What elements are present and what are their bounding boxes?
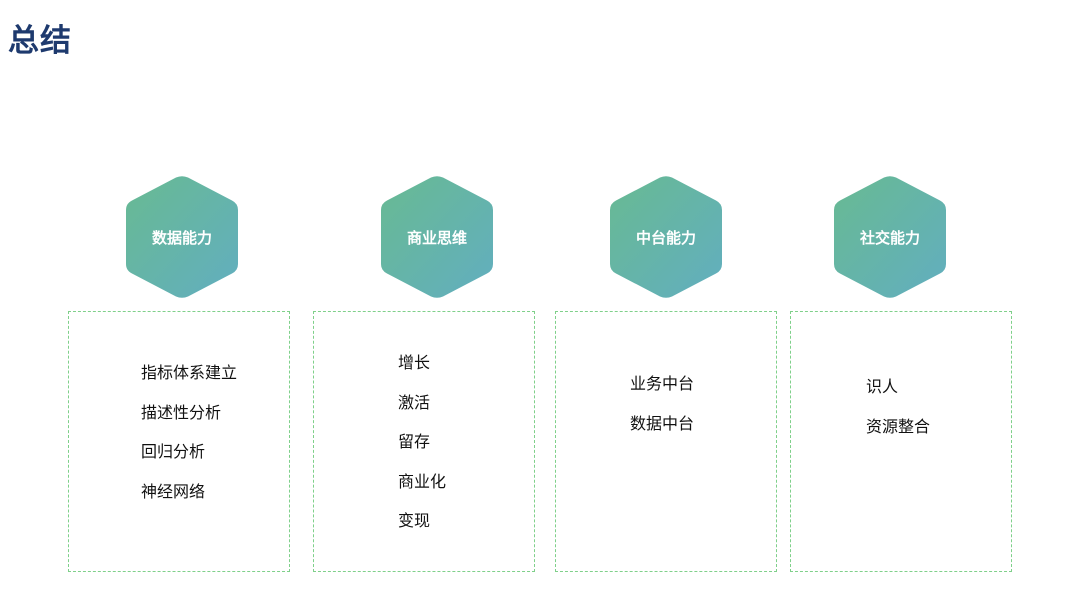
list-item: 业务中台 (630, 374, 695, 393)
list-item: 资源整合 (866, 416, 931, 436)
card-data-ability: 指标体系建立 描述性分析 回归分析 神经网络 (68, 311, 290, 572)
card-business-thinking: 增长 激活 留存 商业化 变现 (313, 311, 535, 572)
hexagon-social-ability: 社交能力 (834, 175, 946, 299)
hexagon-label: 数据能力 (151, 228, 212, 247)
page-title: 总结 (8, 23, 72, 59)
item-list: 识人 资源整合 (866, 377, 930, 456)
hexagon-label: 商业思维 (406, 228, 467, 247)
card-social-ability: 识人 资源整合 (790, 311, 1012, 572)
list-item: 商业化 (398, 471, 447, 491)
hexagon-platform-ability: 中台能力 (610, 175, 722, 299)
list-item: 激活 (398, 392, 431, 412)
hexagon-shape (610, 176, 722, 298)
list-item: 指标体系建立 (141, 363, 238, 382)
hexagon-data-ability: 数据能力 (126, 175, 238, 299)
item-list: 业务中台 数据中台 (630, 374, 694, 453)
list-item: 变现 (398, 511, 431, 530)
list-item: 回归分析 (141, 442, 206, 461)
hexagon-label: 社交能力 (859, 228, 920, 247)
hexagon-shape (834, 176, 946, 298)
list-item: 增长 (398, 353, 431, 372)
list-item: 数据中台 (630, 413, 695, 433)
hexagon-business-thinking: 商业思维 (381, 175, 493, 299)
item-list: 指标体系建立 描述性分析 回归分析 神经网络 (141, 363, 237, 521)
card-platform-ability: 业务中台 数据中台 (555, 311, 777, 572)
hexagon-label: 中台能力 (635, 228, 696, 247)
item-list: 增长 激活 留存 商业化 变现 (398, 353, 446, 551)
hexagon-shape (126, 176, 238, 298)
list-item: 留存 (398, 432, 431, 451)
list-item: 识人 (866, 377, 899, 396)
list-item: 描述性分析 (141, 402, 222, 422)
list-item: 神经网络 (141, 481, 206, 501)
hexagon-shape (381, 176, 493, 298)
